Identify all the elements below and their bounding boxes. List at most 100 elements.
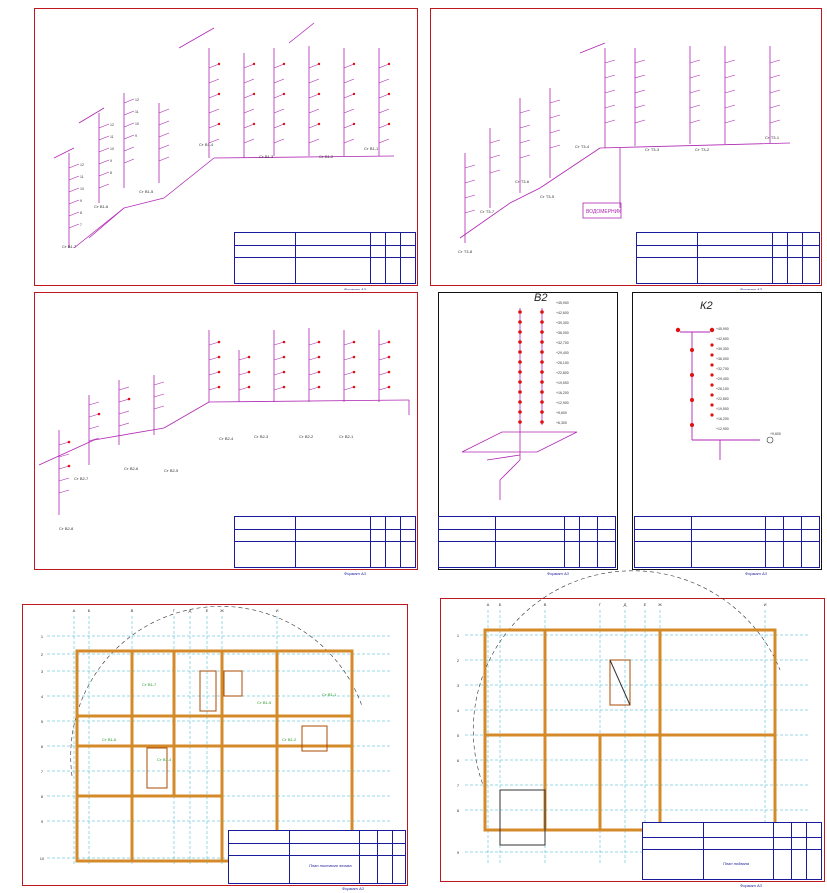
sheet-axonometric-v2: Ст В2-8 Ст В2-7 Ст В2-6 Ст В2-5 Ст В2-4 …: [14, 290, 418, 576]
riser-k2-drawing: +45,900 +42,600 +39,300 +36,000 +32,700 …: [675, 327, 781, 460]
level-label: +19,500: [556, 381, 569, 385]
svg-text:10: 10: [80, 187, 84, 191]
axis-label: Ж: [220, 608, 224, 613]
format-label: Формат А3: [344, 287, 366, 292]
svg-text:11: 11: [80, 175, 84, 179]
level-label: +45,900: [716, 327, 729, 331]
row-label: 9: [457, 850, 460, 855]
level-label: +42,600: [556, 311, 569, 315]
sheet-riser-b2: В2 +45,900 +42,600 +39,300 +36,000 +32,7…: [422, 290, 620, 576]
riser-label: Ст В1-4: [199, 142, 214, 147]
water-meter-label: ВОДОМЕРНИК: [586, 209, 621, 215]
axis-label: А: [487, 602, 490, 607]
title-block: План подвала: [642, 822, 822, 880]
axis-label: И: [764, 602, 767, 607]
riser-label: Ст Т3-6: [515, 179, 530, 184]
svg-text:12: 12: [80, 163, 84, 167]
sheet-frame: [632, 292, 822, 570]
level-label: +42,600: [716, 337, 729, 341]
riser-label: Ст В2-8: [59, 526, 74, 531]
level-label: +26,100: [556, 361, 569, 365]
sheet-frame: [22, 604, 408, 886]
svg-text:11: 11: [110, 135, 114, 139]
level-label: +39,300: [556, 321, 569, 325]
row-label: 2: [41, 652, 44, 657]
level-label: +29,400: [556, 351, 569, 355]
riser-label: Ст Т3-1: [765, 135, 780, 140]
format-label: Формат А3: [745, 571, 767, 576]
svg-text:Ст В1-6: Ст В1-6: [102, 737, 117, 742]
svg-text:12: 12: [135, 98, 139, 102]
riser-label: Ст Т3-2: [695, 147, 710, 152]
axis-label: Е: [206, 608, 209, 613]
riser-label: Ст Т3-5: [540, 194, 555, 199]
row-label: 1: [457, 633, 460, 638]
row-label: 9: [41, 819, 44, 824]
riser-label: Ст В1-3: [259, 154, 274, 159]
row-label: 10: [40, 856, 45, 861]
sheet-frame: [438, 292, 618, 570]
riser-label: Ст В1-1: [364, 146, 379, 151]
svg-text:Ст В1-7: Ст В1-7: [142, 682, 157, 687]
row-label: 7: [41, 769, 44, 774]
title-block: [234, 232, 416, 284]
level-label: +32,700: [556, 341, 569, 345]
level-label: +36,000: [556, 331, 569, 335]
svg-text:12: 12: [110, 123, 114, 127]
axis-label: И: [276, 608, 279, 613]
riser-label: Ст В2-3: [254, 434, 269, 439]
row-label: 7: [457, 783, 460, 788]
row-label: 8: [41, 794, 44, 799]
svg-text:10: 10: [110, 147, 114, 151]
axis-label: Г: [173, 608, 176, 613]
riser-label: Ст В2-6: [124, 466, 139, 471]
level-label: +22,800: [556, 371, 569, 375]
svg-text:8: 8: [80, 211, 82, 215]
level-label: +16,200: [556, 391, 569, 395]
row-label: 8: [457, 808, 460, 813]
sheet-riser-k2: К2 +45,900 +42,600 +39,300 +36,000 +32,7…: [620, 290, 824, 576]
row-label: 5: [41, 719, 44, 724]
axis-label: В: [131, 608, 134, 613]
title-block: [636, 232, 820, 284]
plan-title: План типового этажа: [309, 863, 352, 868]
riser-label: Ст В2-1: [339, 434, 354, 439]
riser-label: Ст В2-7: [74, 476, 89, 481]
riser-label: Ст В2-5: [164, 468, 179, 473]
row-label: 2: [457, 658, 460, 663]
riser-label: Ст В1-5: [139, 189, 154, 194]
title-block: [234, 516, 416, 568]
title-block: [438, 516, 616, 568]
plan-title: План подвала: [723, 861, 749, 866]
level-label: +16,200: [716, 417, 729, 421]
row-label: 4: [41, 694, 44, 699]
format-label: Формат А3: [740, 883, 762, 888]
sheet-basement-plan: А Б В Г Д Е Ж И 1 2 3 4 5 6 7 8 9 План п…: [420, 570, 825, 890]
axis-label: Д: [189, 608, 192, 613]
sheet-frame: [430, 8, 822, 286]
sheet-frame: [34, 8, 418, 286]
svg-text:9: 9: [135, 134, 137, 138]
sheet-frame: [440, 598, 825, 882]
row-label: 6: [457, 758, 460, 763]
row-label: 5: [457, 733, 460, 738]
axis-label: Е: [644, 602, 647, 607]
svg-text:10: 10: [135, 122, 139, 126]
svg-text:Ст В1-4: Ст В1-4: [157, 757, 172, 762]
axis-label: Б: [88, 608, 91, 613]
level-label: +36,000: [716, 357, 729, 361]
level-label: +19,500: [716, 407, 729, 411]
level-label: +45,900: [556, 301, 569, 305]
axis-label: В: [544, 602, 547, 607]
riser-label: Ст Т3-7: [480, 209, 495, 214]
format-label: Формат А3: [547, 571, 569, 576]
title-block: План типового этажа: [228, 830, 406, 884]
row-label: 3: [41, 669, 44, 674]
riser-label: Ст Т3-4: [575, 144, 590, 149]
sheet-heading: К2: [700, 300, 713, 312]
riser-label: Ст Т3-8: [458, 249, 473, 254]
axonometric-t3-drawing: Ст Т3-8 Ст Т3-7 Ст Т3-6 Ст Т3-5 Ст Т3-4 …: [458, 42, 791, 254]
